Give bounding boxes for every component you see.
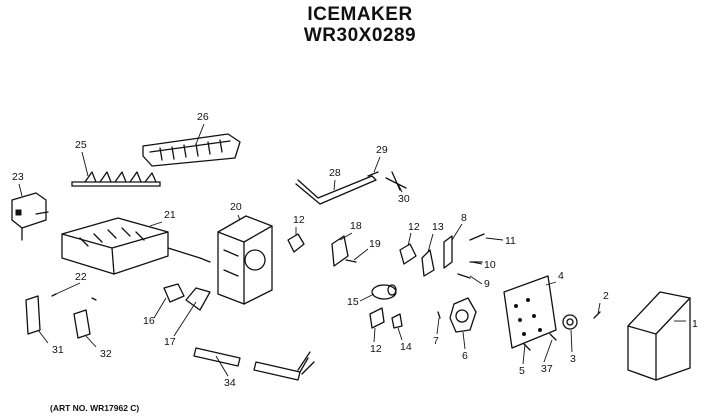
callout-number-17: 17 (164, 336, 176, 348)
callout-leader-6 (462, 331, 466, 350)
part-20-housing (217, 215, 273, 305)
part-25-ejector (71, 171, 161, 187)
callout-number-6: 6 (462, 350, 468, 362)
callout-number-1: 1 (692, 318, 698, 330)
part-22-screws (51, 293, 97, 301)
callout-leader-32 (85, 335, 97, 348)
callout-number-2: 2 (603, 290, 609, 302)
callout-number-10: 10 (484, 259, 496, 271)
callout-leader-29 (373, 156, 381, 173)
part-7-screw (437, 311, 441, 319)
callout-number-20: 20 (230, 201, 242, 213)
callout-number-28: 28 (329, 167, 341, 179)
callout-number-14: 14 (400, 341, 412, 353)
callout-number-16: 16 (143, 315, 155, 327)
callout-number-19: 19 (369, 238, 381, 250)
callout-leader-30 (397, 183, 403, 193)
callout-leader-31 (37, 329, 49, 344)
part-4-plate (503, 275, 557, 349)
callout-leader-22 (55, 282, 81, 295)
part-26-stripper (142, 133, 241, 167)
callout-number-34: 34 (224, 377, 236, 389)
callout-number-7: 7 (433, 335, 439, 347)
callout-leader-2 (597, 302, 601, 315)
callout-number-12: 12 (408, 221, 420, 233)
part-12-14-fittings (369, 307, 403, 329)
part-15-valve (371, 284, 397, 300)
part-21-mold (61, 217, 211, 275)
callout-leader-26 (195, 123, 205, 145)
callout-number-29: 29 (376, 144, 388, 156)
callout-leader-23 (18, 183, 23, 197)
callout-number-26: 26 (197, 111, 209, 123)
callout-number-4: 4 (558, 270, 564, 282)
part-3-gear (562, 314, 578, 330)
callout-number-22: 22 (75, 271, 87, 283)
callout-leader-18 (339, 232, 353, 241)
callout-leader-8 (451, 223, 463, 241)
callout-leader-25 (81, 151, 89, 177)
callout-leader-28 (333, 179, 336, 191)
callout-number-12: 12 (293, 214, 305, 226)
part-6-motor (449, 297, 477, 333)
callout-leader-13 (427, 233, 434, 253)
part-18-19-bracket (331, 235, 357, 267)
callout-leader-37 (543, 339, 553, 363)
part-13-switch (421, 249, 435, 277)
callout-number-23: 23 (12, 171, 24, 183)
callout-number-37: 37 (541, 363, 553, 375)
part-16-17-fill-cup (163, 283, 211, 311)
part-29-30-screw (367, 171, 407, 191)
part-28-shutoff-arm (295, 175, 377, 205)
callout-leader-14 (397, 327, 403, 341)
callout-number-32: 32 (100, 348, 112, 360)
callout-leader-12 (373, 327, 376, 343)
callout-number-18: 18 (350, 220, 362, 232)
callout-leader-15 (359, 293, 375, 302)
art-number: (ART NO. WR17962 C) (50, 403, 140, 413)
part-31-32-brackets (25, 295, 91, 339)
callout-leader-5 (522, 343, 526, 365)
callout-number-3: 3 (570, 353, 576, 365)
part-2-screw (593, 311, 601, 319)
callout-leader-20 (237, 214, 241, 221)
diagram-title: ICEMAKER (307, 4, 413, 25)
callout-number-12: 12 (370, 343, 382, 355)
callout-number-11: 11 (505, 235, 516, 247)
callout-leader-21 (149, 221, 163, 227)
callout-leader-34 (215, 355, 229, 377)
callout-number-21: 21 (164, 209, 176, 221)
part-12-thermostat-a (287, 233, 305, 253)
callout-leader-12 (407, 232, 412, 247)
part-1-motor-cover (627, 291, 691, 381)
callout-leader-9 (469, 275, 483, 285)
callout-number-31: 31 (52, 344, 64, 356)
part-23-cover (11, 192, 49, 241)
model-number: WR30X0289 (303, 25, 417, 46)
callout-leader-3 (570, 329, 573, 353)
callout-number-25: 25 (75, 139, 87, 151)
callout-number-9: 9 (484, 278, 490, 290)
callout-leader-7 (436, 317, 440, 335)
callout-number-8: 8 (461, 212, 467, 224)
callout-leader-17 (173, 301, 197, 337)
callout-leader-11 (485, 237, 504, 241)
callout-leader-19 (353, 248, 369, 261)
part-8-switch-arm (443, 235, 453, 269)
callout-number-30: 30 (398, 193, 410, 205)
part-34-harness (193, 347, 315, 381)
callout-number-5: 5 (519, 365, 525, 377)
part-12-thermostat-b (399, 243, 417, 265)
callout-leader-10 (471, 261, 483, 265)
callout-number-15: 15 (347, 296, 359, 308)
callout-leader-16 (153, 297, 167, 319)
callout-leader-4 (545, 281, 557, 286)
callout-number-13: 13 (432, 221, 444, 233)
